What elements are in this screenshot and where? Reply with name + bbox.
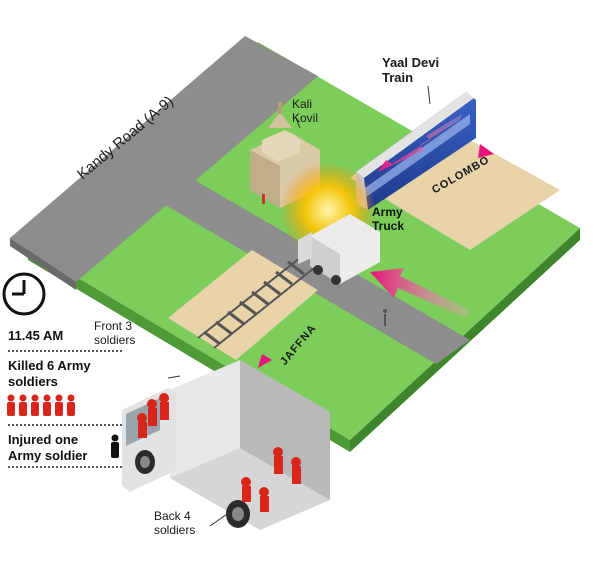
yaal-devi-train-label: Yaal Devi Train: [382, 55, 440, 86]
time-label: 11.45 AM: [8, 328, 64, 343]
front-label-line2: soldiers: [94, 332, 136, 347]
kandy-road-edge: [10, 238, 76, 290]
divider-3: [8, 466, 122, 468]
kandy-road: [10, 36, 318, 282]
truck-direction-arrow: [370, 268, 470, 318]
injured-soldier-icon: [111, 434, 119, 458]
bystander-figures: [262, 194, 387, 326]
divider-1: [8, 350, 122, 352]
kali-kovil-label: Kali Kovil: [292, 97, 319, 126]
back-soldiers-label: Back 4 soldiers: [154, 509, 196, 538]
front-label-line1: Front 3: [94, 319, 133, 333]
killed-label: Killed 6 Army soldiers: [8, 358, 91, 389]
killed-label-line1: Killed 6 Army: [8, 358, 91, 373]
temple-callout-line: [295, 117, 301, 129]
injured-label: Injured one Army soldier: [8, 432, 87, 463]
detail-army-truck: [122, 360, 330, 530]
truck-label-line1: Army: [372, 205, 403, 219]
kali-kovil-label-line1: Kali: [292, 97, 313, 111]
train-label-line2: Train: [382, 69, 414, 85]
train-callout-line: [427, 85, 431, 105]
back-label-line2: soldiers: [154, 522, 196, 537]
train-label-line1: Yaal Devi: [382, 55, 440, 70]
kali-kovil-label-line2: Kovil: [292, 110, 319, 125]
army-truck-label: Army Truck: [372, 205, 405, 234]
divider-2: [8, 424, 122, 426]
map-army-truck: [298, 214, 380, 285]
killed-label-line2: soldiers: [8, 373, 58, 389]
rail-track: [197, 257, 315, 349]
injured-label-line1: Injured one: [8, 432, 79, 447]
truck-label-line2: Truck: [372, 218, 405, 233]
side-road: [150, 174, 470, 364]
jaffna-arrow: [258, 354, 272, 368]
killed-soldiers-icons: [7, 394, 75, 416]
front-soldiers-label: Front 3 soldiers: [94, 319, 136, 348]
train-direction-arrow: [378, 114, 462, 172]
injured-label-line2: Army soldier: [8, 447, 88, 463]
colombo-arrow: [478, 144, 494, 158]
clock-icon: [2, 272, 46, 316]
back-label-line1: Back 4: [154, 509, 191, 523]
